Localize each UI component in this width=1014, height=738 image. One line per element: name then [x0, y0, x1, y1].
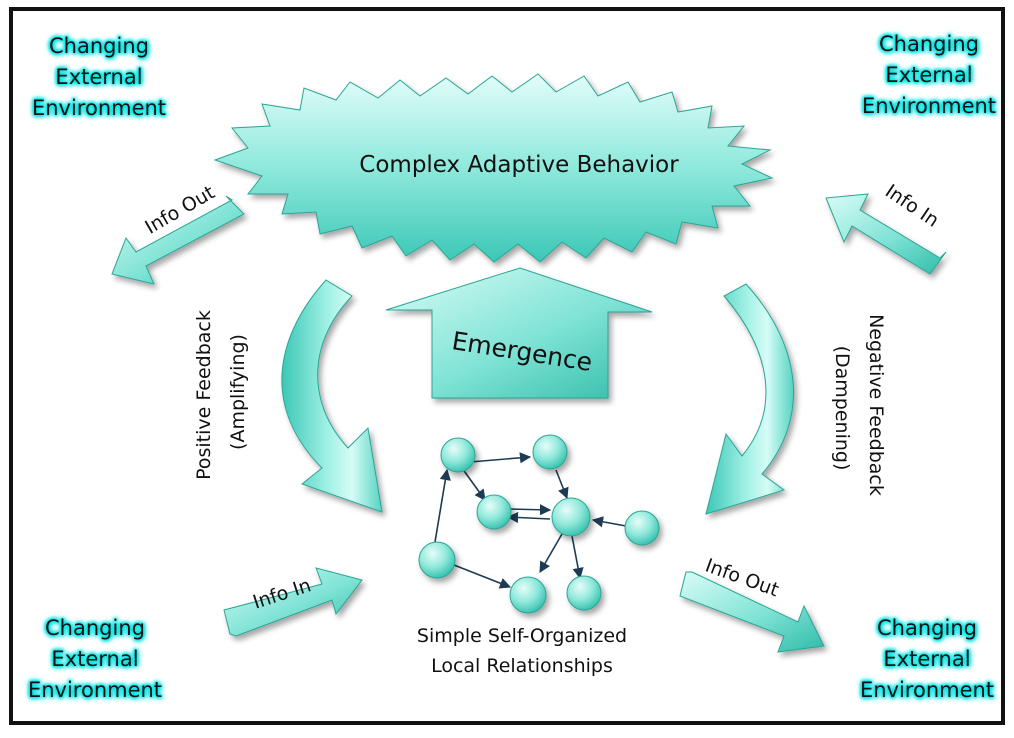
positive-feedback-line1: Positive Feedback [193, 310, 215, 480]
network-node [509, 576, 547, 614]
env-bottom-right: Changing External Environment [852, 613, 1002, 706]
positive-feedback-arrow [281, 279, 383, 513]
env-bottom-left: Changing External Environment [20, 613, 170, 706]
network-link [539, 533, 563, 573]
env-bottom-left-line3: Environment [27, 678, 163, 702]
info-in-top-arrow [825, 193, 947, 275]
diagram-frame [9, 7, 1005, 725]
network-link [507, 504, 552, 516]
complex-behavior-burst [213, 73, 774, 263]
info-in-bottom-arrow [223, 567, 363, 637]
info-out-top-arrow [111, 195, 245, 285]
local-relationships-line2: Local Relationships [431, 655, 613, 677]
info-in-top-label: Info In [881, 180, 943, 232]
positive-feedback-label: Positive Feedback (Amplifying) [193, 304, 249, 480]
network-node [440, 437, 476, 473]
negative-feedback-line2: (Dampening) [831, 346, 853, 471]
network-link [469, 452, 532, 464]
env-bottom-right-line1: Changing [877, 616, 977, 640]
emergence-arrow [385, 267, 653, 399]
env-top-right-line2: External [885, 63, 973, 87]
env-top-right-line3: Environment [861, 94, 997, 118]
network-link [591, 516, 627, 528]
network-link [506, 511, 551, 524]
network-link [434, 468, 451, 543]
positive-feedback-line2: (Amplifying) [227, 334, 249, 450]
env-bottom-right-line2: External [883, 647, 971, 671]
network-node [624, 510, 660, 546]
network-node [566, 575, 602, 611]
network-node [418, 541, 456, 579]
network-node [551, 497, 591, 537]
complex-behavior-label: Complex Adaptive Behavior [359, 152, 679, 178]
env-top-right-line1: Changing [879, 32, 979, 56]
env-top-left-line1: Changing [49, 34, 149, 58]
env-top-left-line3: Environment [31, 96, 167, 120]
network-link [571, 535, 584, 580]
env-top-right: Changing External Environment [854, 29, 1004, 122]
env-bottom-left-line1: Changing [45, 616, 145, 640]
negative-feedback-arrow [705, 283, 795, 515]
local-relationships-line1: Simple Self-Organized [417, 625, 627, 647]
network-node [532, 434, 568, 470]
network-link [555, 469, 569, 500]
negative-feedback-label: Negative Feedback (Dampening) [831, 314, 887, 502]
network-link [453, 564, 512, 589]
network-node [476, 494, 512, 530]
relationship-network [418, 434, 660, 614]
negative-feedback-line1: Negative Feedback [865, 314, 887, 496]
info-out-bottom-arrow [679, 571, 825, 653]
network-link [461, 467, 486, 501]
env-top-left: Changing External Environment [24, 31, 174, 124]
env-top-left-line2: External [55, 65, 143, 89]
env-bottom-left-line2: External [51, 647, 139, 671]
env-bottom-right-line3: Environment [859, 678, 995, 702]
